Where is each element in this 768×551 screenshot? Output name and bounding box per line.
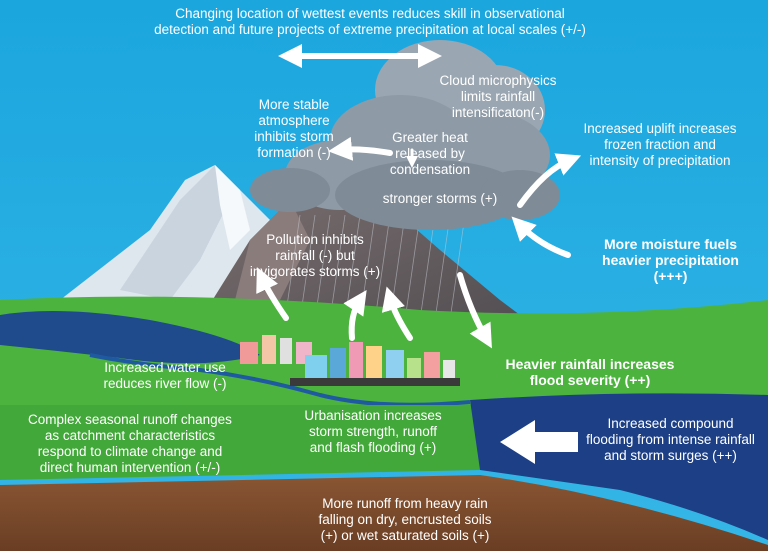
sea — [470, 393, 768, 540]
label-top-banner: Changing location of wettest events redu… — [154, 6, 586, 37]
label-water-use: Increased water use reduces river flow (… — [103, 360, 227, 391]
arrow-left-cloud-icon — [328, 136, 393, 161]
arrow-rainfall-icon — [457, 272, 492, 349]
city-buildings — [240, 335, 460, 386]
arrow-pollution-up-icon — [256, 267, 289, 321]
label-pollution: Pollution inhibits rainfall (-) but invi… — [249, 232, 381, 279]
lake — [0, 311, 260, 364]
label-greater-heat: Greater heat released by condensation — [389, 130, 471, 177]
grassland — [0, 296, 768, 410]
label-stable-atmosphere: More stable atmosphere inhibits storm fo… — [254, 97, 334, 160]
label-heavier-rainfall: Heavier rainfall increases flood severit… — [505, 356, 675, 388]
storm-cloud — [250, 40, 560, 230]
arrows — [256, 44, 582, 349]
label-cloud-microphysics: Cloud microphysics limits rainfall inten… — [439, 73, 557, 120]
lower-grass — [0, 405, 500, 480]
big-left-arrow-icon — [500, 420, 578, 464]
label-compound-flooding: Increased compound flooding from intense… — [586, 416, 755, 463]
label-stronger-storms: stronger storms (+) — [382, 191, 498, 206]
soil-layer — [0, 475, 768, 551]
label-more-moisture: More moisture fuels heavier precipitatio… — [602, 236, 739, 284]
label-increased-uplift: Increased uplift increases frozen fracti… — [583, 121, 737, 168]
label-runoff-soils: More runoff from heavy rain falling on d… — [318, 496, 492, 543]
label-urbanisation: Urbanisation increases storm strength, r… — [304, 408, 442, 455]
river — [89, 353, 471, 407]
arrow-city-up-1-icon — [343, 290, 367, 341]
arrow-moisture-icon — [511, 216, 571, 258]
arrow-uplift-icon — [517, 153, 582, 208]
arrow-city-up-2-icon — [381, 286, 413, 341]
label-seasonal-runoff: Complex seasonal runoff changes as catch… — [28, 412, 232, 475]
